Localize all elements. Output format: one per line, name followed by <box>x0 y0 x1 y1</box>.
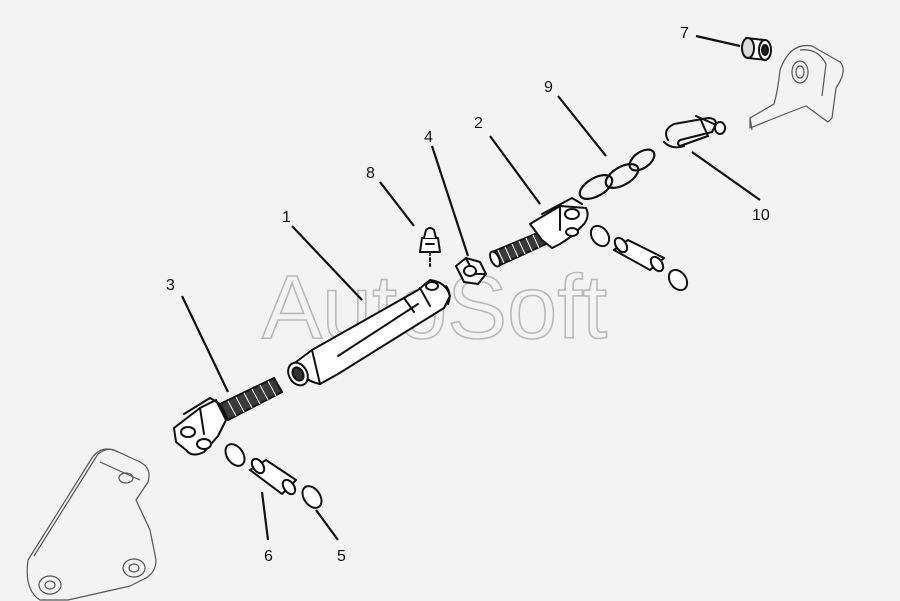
callout-4: 4 <box>424 129 433 146</box>
lower-pin-assembly <box>224 443 323 509</box>
lower-mounting-bracket <box>26 448 157 601</box>
lower-washer-a <box>224 443 246 467</box>
grease-fitting-part-8 <box>419 227 441 267</box>
leader-1 <box>291 225 363 301</box>
callout-5: 5 <box>337 548 346 565</box>
leader-3 <box>181 295 229 393</box>
leader-2 <box>489 135 541 205</box>
callout-7: 7 <box>680 25 689 42</box>
callout-1: 1 <box>282 209 291 226</box>
leader-4 <box>430 145 470 257</box>
leader-9 <box>557 95 607 157</box>
chain-part-9 <box>578 148 656 200</box>
lower-clevis-part-3 <box>173 377 283 456</box>
shackle-part-10 <box>663 115 726 149</box>
hex-nut-part-4 <box>455 257 487 285</box>
leader-8 <box>379 181 415 227</box>
callout-labels: 1 2 3 4 5 6 7 8 9 10 <box>166 25 770 565</box>
leader-10 <box>691 151 761 201</box>
lower-thread-lines <box>227 380 277 417</box>
callout-10: 10 <box>752 207 770 224</box>
callout-9: 9 <box>544 79 553 96</box>
callout-6: 6 <box>264 548 273 565</box>
turnbuckle-body-part-1 <box>287 279 451 387</box>
lower-washer-b <box>301 485 323 509</box>
upper-pin-assembly <box>589 224 689 292</box>
upper-clevis-part-2 <box>489 197 589 268</box>
callout-3: 3 <box>166 277 175 294</box>
leader-lines <box>181 34 761 541</box>
bushing-part-7 <box>741 37 772 61</box>
leader-6 <box>260 491 270 541</box>
leader-5 <box>315 509 339 541</box>
callout-2: 2 <box>474 115 483 132</box>
upper-thread-lines <box>497 234 540 264</box>
callout-8: 8 <box>366 165 375 182</box>
upper-mounting-bracket <box>749 44 844 131</box>
leader-7 <box>695 34 741 48</box>
